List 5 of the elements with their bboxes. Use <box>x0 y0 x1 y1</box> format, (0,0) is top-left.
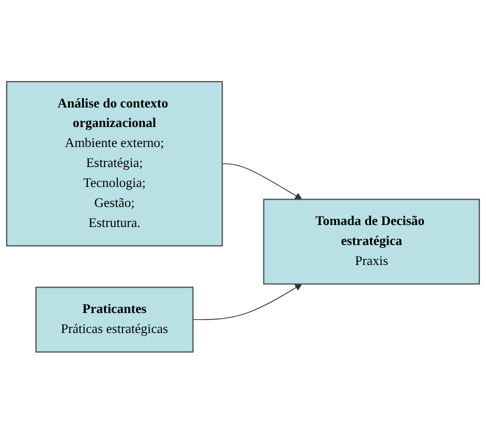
node-box: Tomada de Decisão estratégica Praxis <box>263 198 480 285</box>
arrow <box>192 284 302 320</box>
arrow <box>222 164 302 200</box>
node-box: Praticantes Práticas estratégicas <box>35 286 194 353</box>
node-box: Análise do contexto organizacional Ambiente externo; Estratégia; Tecnologia; Gestão; Estrutura. <box>6 81 223 247</box>
